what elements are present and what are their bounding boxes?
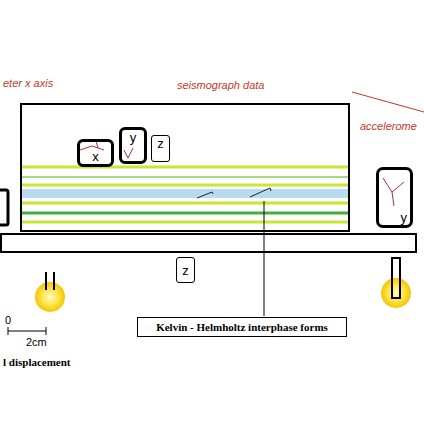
fluid-layer <box>21 166 349 169</box>
axis-label: l displacement <box>3 356 71 368</box>
wave-mark <box>197 192 213 198</box>
callout-box: Kelvin - Helmholtz interphase forms <box>137 317 347 337</box>
wheel-leg <box>392 258 400 298</box>
sensor-box: y <box>119 127 147 164</box>
sensor-label: accelerome <box>360 120 417 132</box>
sensor-box <box>0 190 8 225</box>
fluid-layer <box>21 202 349 205</box>
wheel-leg <box>46 272 54 290</box>
fluid-layer <box>21 212 349 215</box>
node-text: y <box>130 130 137 145</box>
node-text: z <box>182 263 189 278</box>
fluid-layer <box>21 176 349 178</box>
sensor-mark <box>383 178 404 206</box>
scale-tick <box>8 327 9 335</box>
node-text: seismograph data <box>177 79 264 91</box>
accelerometer-box: y <box>376 167 413 228</box>
wave-mark <box>250 188 271 197</box>
axis-label: eter x axis <box>3 77 53 89</box>
node-text: y <box>401 210 408 225</box>
fluid-layer <box>21 221 349 224</box>
node-text: Kelvin - Helmholtz interphase forms <box>156 321 328 333</box>
leader-line <box>352 92 424 112</box>
scale-tick <box>46 327 47 335</box>
wheel <box>381 278 411 308</box>
node-text: z <box>157 136 164 151</box>
sensor-mark <box>80 141 104 150</box>
platform <box>1 234 416 252</box>
wheel <box>35 282 65 312</box>
scale-number: 2cm <box>26 336 47 348</box>
sensor-box: z <box>176 257 195 283</box>
node-text: x <box>92 149 99 164</box>
interface-band <box>21 189 349 198</box>
scale-bar <box>8 331 46 332</box>
sensor-mark <box>124 148 133 158</box>
sensor-box: x <box>77 139 114 167</box>
sensor-box: z <box>151 135 170 162</box>
fluid-layer <box>21 184 349 187</box>
tank: seismograph dataxyz <box>20 103 350 232</box>
leader-line <box>264 201 265 316</box>
scale-number: 0 <box>5 314 11 326</box>
